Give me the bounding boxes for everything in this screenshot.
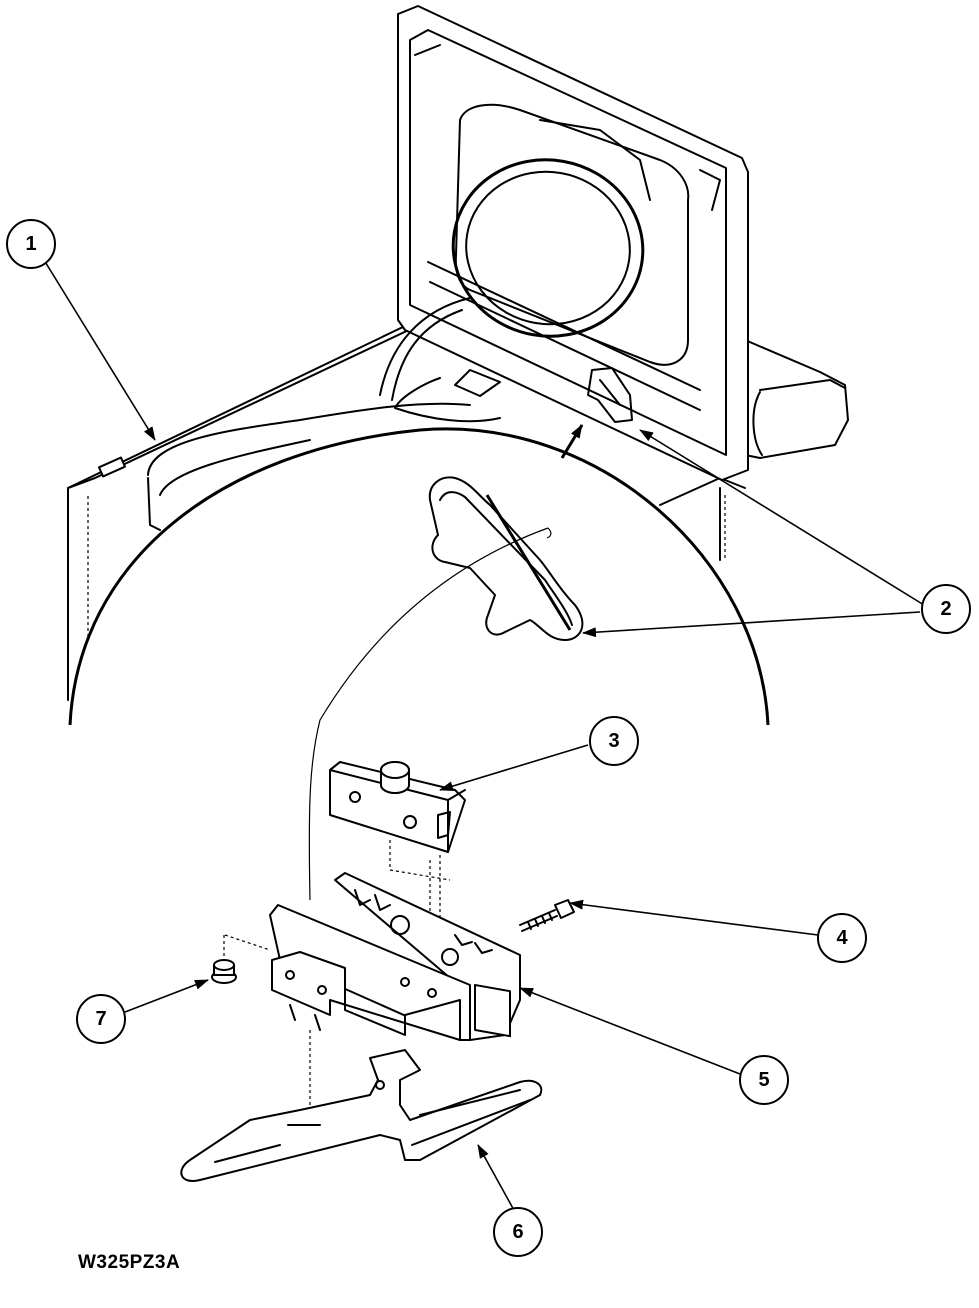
callout-1: 1 — [6, 219, 56, 269]
switch-bracket — [224, 872, 521, 1130]
leader-3 — [439, 744, 589, 792]
lid — [379, 5, 749, 481]
leader-7 — [124, 979, 209, 1013]
callout-4-label: 4 — [836, 927, 848, 949]
leader-2a — [639, 429, 925, 606]
mounting-plate — [180, 1049, 543, 1182]
callout-7-label: 7 — [95, 1008, 106, 1030]
gasket-install-arrow — [560, 424, 584, 459]
callout-2: 2 — [921, 584, 971, 634]
callout-4: 4 — [817, 913, 867, 963]
callout-6: 6 — [493, 1207, 543, 1257]
callout-3: 3 — [589, 716, 639, 766]
cabinet-top — [67, 319, 849, 701]
drawing-code: W325PZ3A — [78, 1252, 181, 1273]
leader-2b — [582, 611, 921, 638]
callout-7: 7 — [76, 994, 126, 1044]
callout-3-label: 3 — [608, 730, 619, 752]
callout-6-label: 6 — [512, 1221, 523, 1243]
callout-1-label: 1 — [25, 233, 36, 255]
callout-5: 5 — [739, 1055, 789, 1105]
screw — [519, 899, 575, 932]
leader-4 — [569, 899, 819, 936]
leader-5 — [519, 987, 741, 1075]
assembly-guide-line — [308, 527, 549, 901]
callout-2-label: 2 — [940, 598, 951, 620]
lid-dome — [68, 427, 770, 726]
lid-switch — [329, 761, 466, 960]
leader-6 — [477, 1144, 516, 1213]
lid-switch-gasket — [428, 476, 584, 641]
leader-1 — [43, 259, 156, 441]
callout-5-label: 5 — [758, 1069, 769, 1091]
mount-screw — [211, 935, 237, 984]
